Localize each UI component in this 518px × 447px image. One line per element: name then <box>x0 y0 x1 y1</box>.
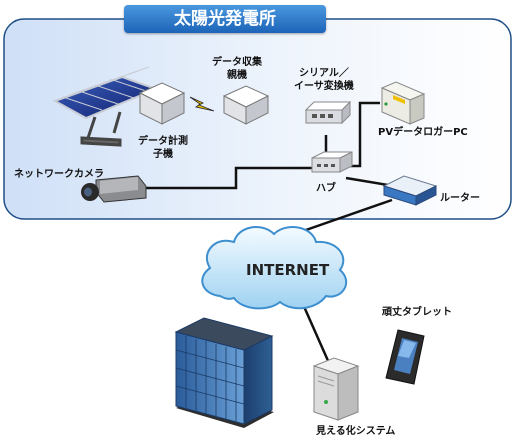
plant-title: 太陽光発電所 <box>124 5 326 33</box>
visualization-system-label: 見える化システム <box>316 426 396 437</box>
server-icon <box>312 357 360 421</box>
logger-master-label: データ収集 親機 <box>212 57 262 81</box>
rugged-tablet-icon <box>385 329 425 385</box>
internet-cloud <box>201 226 347 310</box>
meter-slave-icon <box>138 82 186 125</box>
internet-label: INTERNET <box>246 261 330 279</box>
router-label: ルーター <box>440 193 480 204</box>
hub-label: ハブ <box>316 183 336 194</box>
hub-icon <box>311 151 353 173</box>
network-camera-icon <box>81 175 147 203</box>
serial-converter-label: シリアル／ イーサ変換機 <box>294 68 354 92</box>
router-icon <box>382 175 438 206</box>
network-camera-label: ネットワークカメラ <box>14 169 104 180</box>
network-lines <box>146 101 395 364</box>
wireless-icon <box>189 96 215 112</box>
pv-logger-pc-label: PVデータロガーPC <box>378 127 468 138</box>
solar-panel-icon <box>52 66 159 147</box>
office-building-icon <box>174 317 274 428</box>
meter-slave-label: データ計測 子機 <box>138 136 188 160</box>
logger-master-icon <box>222 85 270 125</box>
tablet-label: 頑丈タブレット <box>382 307 452 318</box>
pv-logger-pc-icon <box>380 81 426 125</box>
serial-converter-icon <box>304 100 352 125</box>
